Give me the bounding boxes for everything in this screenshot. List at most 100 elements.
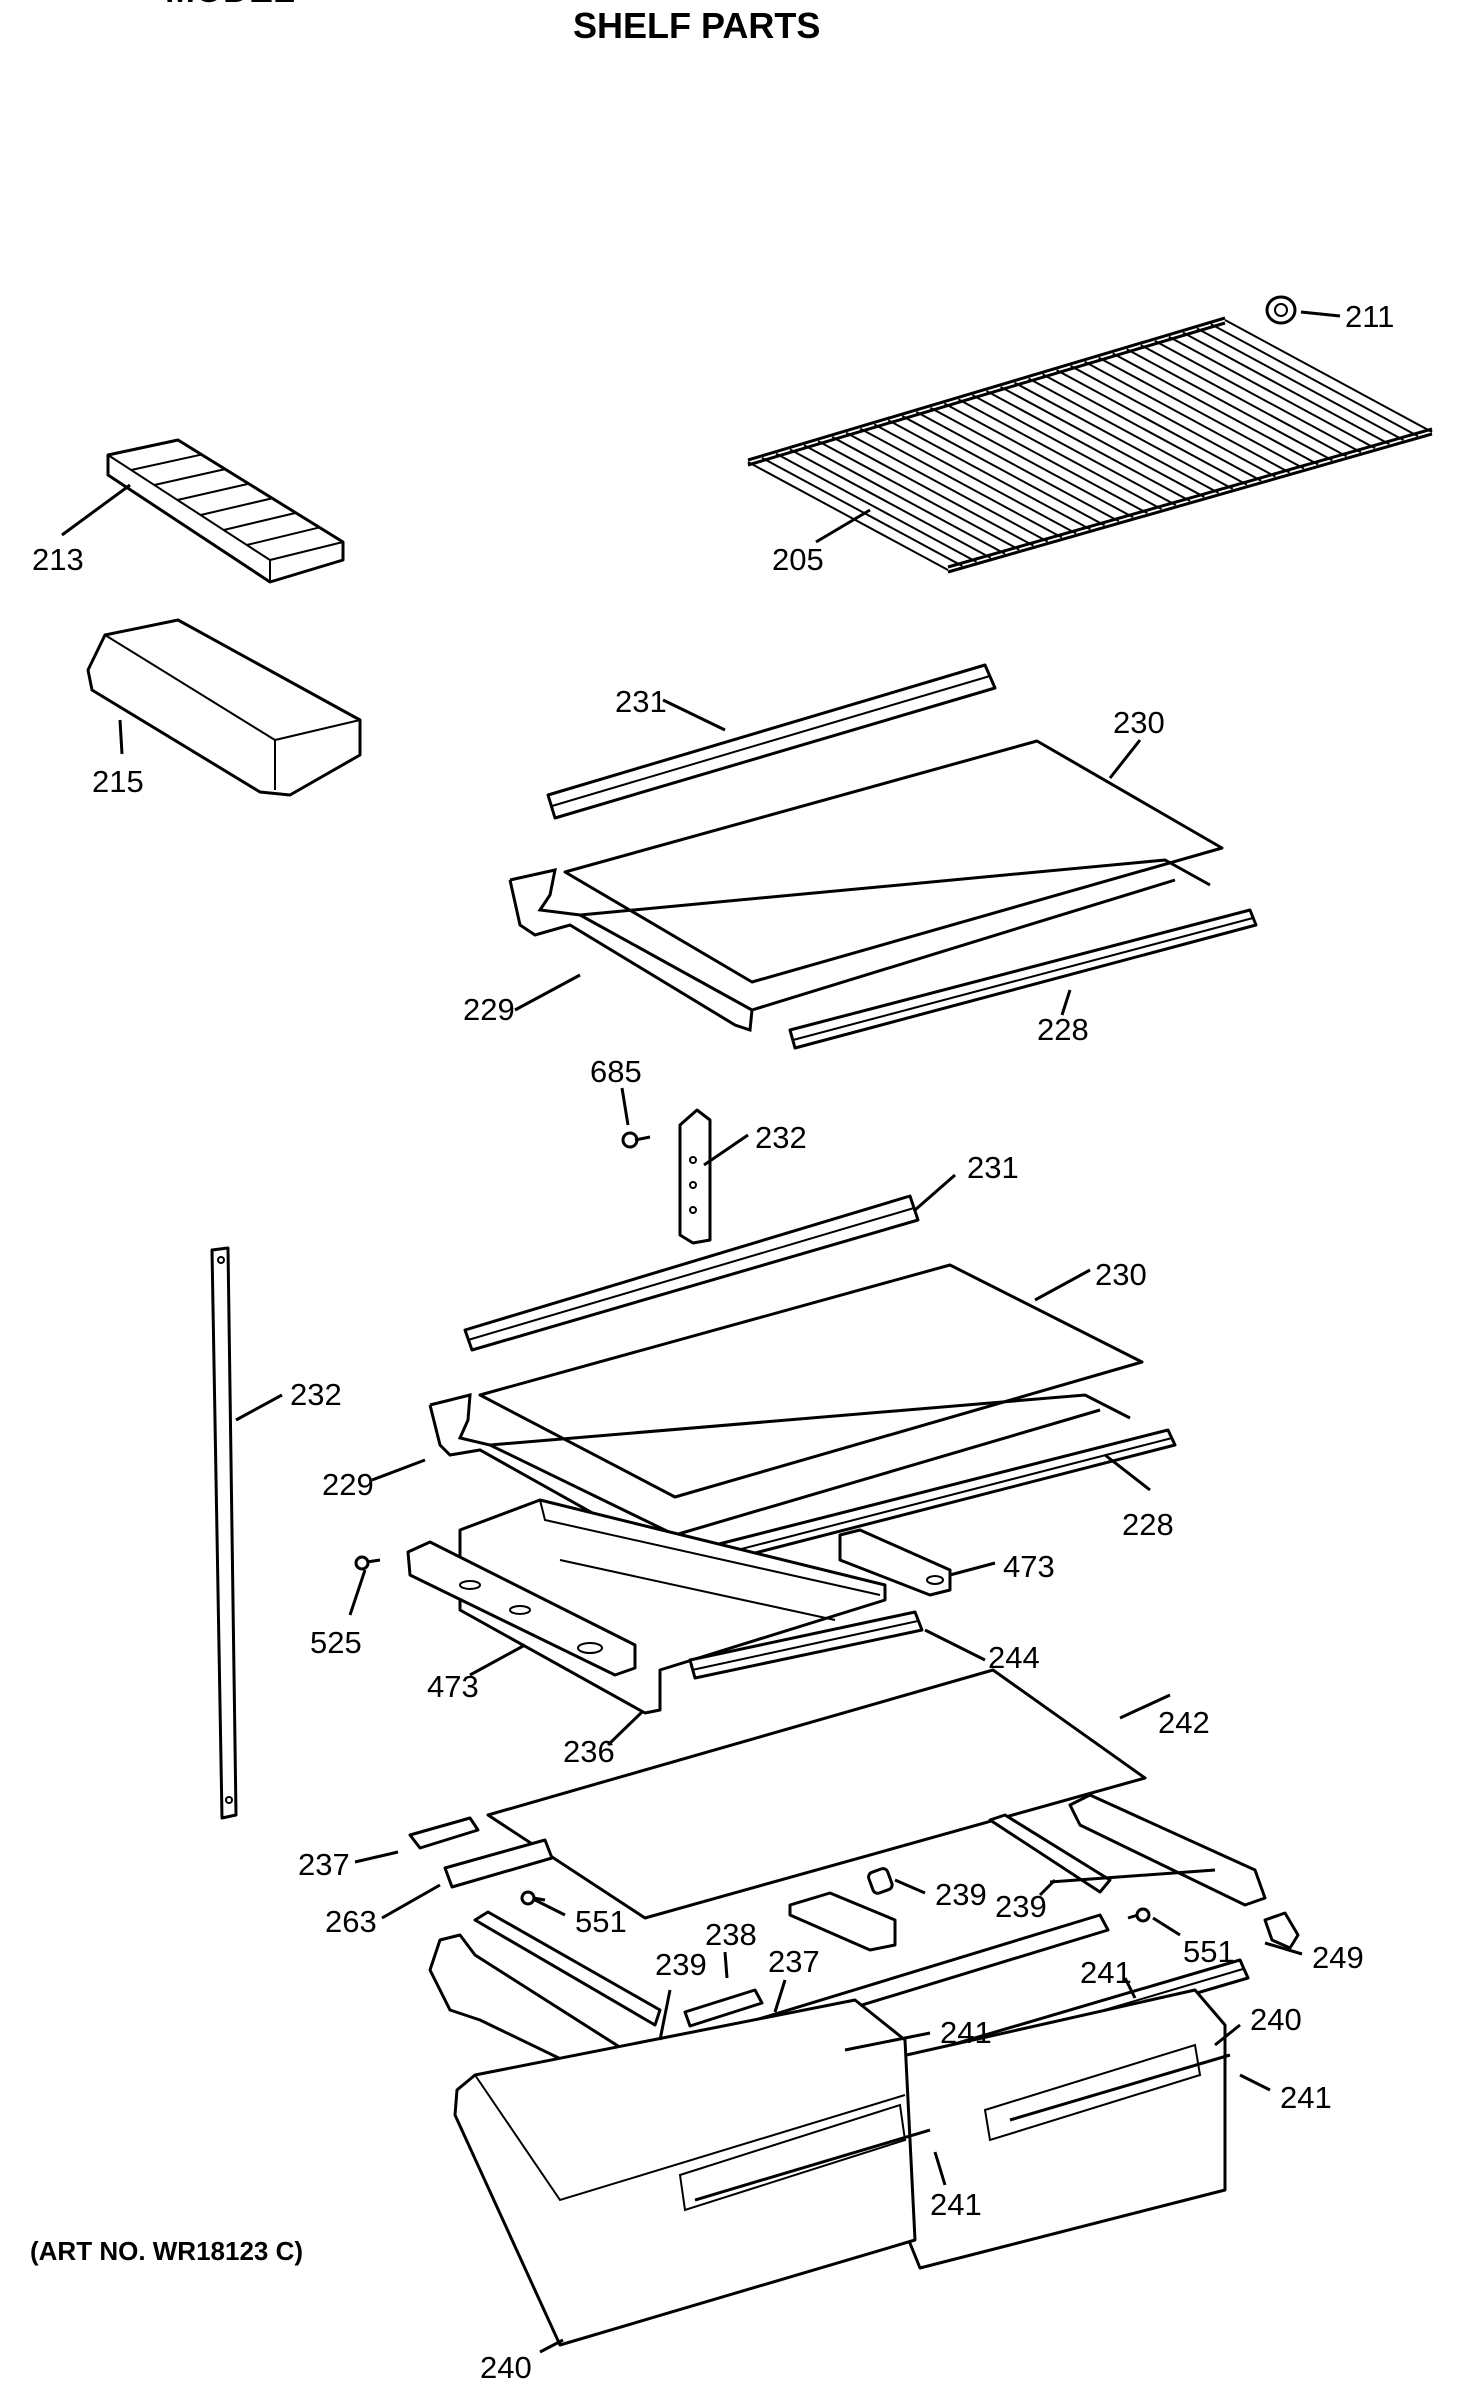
wire-rod xyxy=(1042,373,1248,486)
wire-rod xyxy=(929,406,1134,519)
callout-231-upper: 231 xyxy=(615,684,667,719)
tray-cell-divider xyxy=(130,453,202,471)
page-title: SHELF PARTS xyxy=(573,5,820,46)
wire-rod xyxy=(901,415,1106,527)
callout-232-left: 232 xyxy=(290,1377,342,1412)
callout-263: 263 xyxy=(325,1904,377,1939)
screw-551-left xyxy=(520,1890,546,1906)
wire-rod xyxy=(1084,360,1291,474)
model-heading-clipped: MODEL xyxy=(165,0,295,10)
drawer-trim-244 xyxy=(688,1610,924,1680)
front-trim-228-upper xyxy=(788,908,1258,1050)
screw-551-right xyxy=(1127,1907,1151,1923)
callout-232-center: 232 xyxy=(755,1120,807,1155)
wire-rod xyxy=(817,440,1020,551)
callout-236: 236 xyxy=(563,1734,615,1769)
callout-238: 238 xyxy=(705,1917,757,1952)
leader-lines xyxy=(61,310,1341,2354)
callout-473-left: 473 xyxy=(427,1669,479,1704)
side-rail-232 xyxy=(210,1246,238,1820)
wire-rod xyxy=(1210,323,1419,437)
callout-240-right: 240 xyxy=(1250,2002,1302,2037)
callout-213: 213 xyxy=(32,542,84,577)
tray-cell-divider xyxy=(246,526,320,546)
wire-rod xyxy=(971,394,1177,506)
wire-rod xyxy=(986,390,1191,502)
wire-rod xyxy=(873,423,1077,535)
wire-rod xyxy=(775,452,977,563)
roller-239 xyxy=(867,1867,894,1895)
screw-525 xyxy=(354,1555,381,1571)
wire-rod xyxy=(1112,352,1319,466)
wire-rod xyxy=(859,427,1063,539)
callout-241-lower: 241 xyxy=(930,2187,982,2222)
side-rail-473-left xyxy=(406,1540,637,1677)
callout-239-right: 239 xyxy=(995,1889,1047,1924)
trim-strip-231-middle xyxy=(463,1194,920,1352)
callout-230-middle: 230 xyxy=(1095,1257,1147,1292)
callout-237-center: 237 xyxy=(768,1944,820,1979)
callout-211: 211 xyxy=(1345,299,1394,334)
crisper-drawer-240-left xyxy=(453,1998,931,2347)
drawer-frame-236 xyxy=(458,1498,887,1715)
shelf-frame-229-upper xyxy=(508,858,1211,1033)
callout-239-left: 239 xyxy=(655,1947,707,1982)
side-rail-473-right xyxy=(838,1528,952,1597)
callout-241-upper: 241 xyxy=(1080,1955,1132,1990)
callout-551-left: 551 xyxy=(575,1904,627,1939)
tray-cell-divider xyxy=(223,511,297,531)
callout-205: 205 xyxy=(772,542,824,577)
shelf-clip-211 xyxy=(1265,295,1297,325)
wire-rod xyxy=(1000,385,1205,498)
support-263 xyxy=(443,1838,554,1889)
wire-rod xyxy=(747,461,949,571)
wire-rod xyxy=(1182,331,1390,446)
wire-rod xyxy=(887,419,1091,531)
wire-rod xyxy=(831,436,1034,547)
bracket-237-left xyxy=(408,1816,480,1850)
wire-rod xyxy=(1140,344,1348,458)
wire-rod xyxy=(1224,319,1433,433)
callout-685: 685 xyxy=(590,1054,642,1089)
callout-228-upper: 228 xyxy=(1037,1012,1089,1047)
callout-240-left: 240 xyxy=(480,2350,532,2385)
glass-shelf-230-upper xyxy=(563,739,1224,984)
drawer-slide-right xyxy=(988,1793,1267,1907)
wire-rod xyxy=(761,456,963,567)
wire-rod xyxy=(789,448,992,559)
tray-cell-divider xyxy=(154,468,226,486)
door-bin-215 xyxy=(86,618,362,797)
wire-rod xyxy=(957,398,1163,510)
wire-rod xyxy=(1154,340,1362,454)
wire-rod xyxy=(915,411,1120,523)
callout-215: 215 xyxy=(92,764,144,799)
art-number: (ART NO. WR18123 C) xyxy=(30,2236,303,2266)
callout-551-right: 551 xyxy=(1183,1934,1235,1969)
wire-rod xyxy=(803,444,1006,555)
wire-rod xyxy=(1196,327,1405,441)
callout-241-right: 241 xyxy=(1280,2080,1332,2115)
hinge-239-center xyxy=(788,1891,897,1952)
callout-labels: 211 213 205 215 231 230 229 228 685 232 … xyxy=(32,299,1394,2385)
tray-cell-divider xyxy=(177,482,249,501)
glass-shelf-230-middle xyxy=(478,1263,1144,1499)
callout-244: 244 xyxy=(988,1640,1040,1675)
callout-249: 249 xyxy=(1312,1940,1364,1975)
wire-rod xyxy=(1168,335,1376,450)
callout-230-upper: 230 xyxy=(1113,705,1165,740)
bracket-249 xyxy=(1263,1911,1300,1950)
callout-239-roller: 239 xyxy=(935,1877,987,1912)
wire-rod xyxy=(1070,365,1276,478)
ice-tray-213 xyxy=(106,438,345,584)
callout-473-right: 473 xyxy=(1003,1549,1055,1584)
wire-rod xyxy=(845,431,1049,543)
wire-rod xyxy=(1056,369,1262,482)
wire-rod xyxy=(943,402,1148,515)
callout-525: 525 xyxy=(310,1625,362,1660)
glass-cover-242 xyxy=(486,1668,1147,1920)
callout-231-middle: 231 xyxy=(967,1150,1019,1185)
wire-rod xyxy=(1028,377,1234,490)
screw-685 xyxy=(621,1131,651,1149)
callout-242: 242 xyxy=(1158,1705,1210,1740)
